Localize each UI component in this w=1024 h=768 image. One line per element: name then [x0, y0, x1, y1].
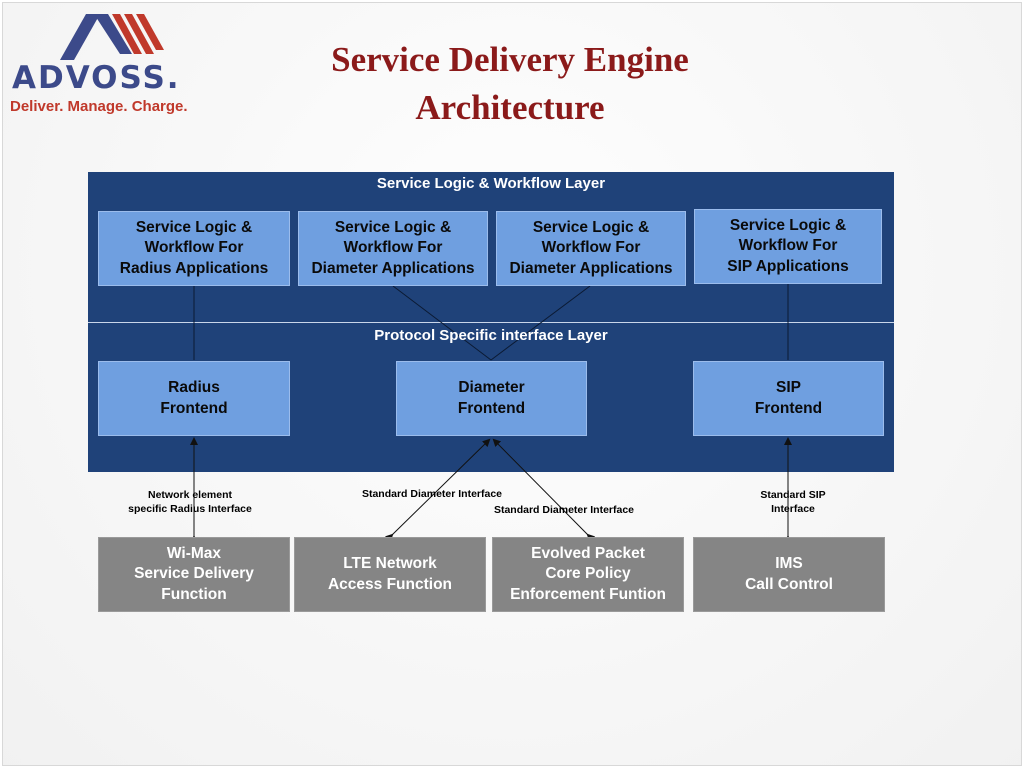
element-wimax: Wi-Max Service Delivery Function	[98, 537, 290, 612]
logic-box-radius: Service Logic & Workflow For Radius Appl…	[98, 211, 290, 286]
protocol-layer-label: Protocol Specific interface Layer	[374, 327, 608, 344]
logic-box-sip: Service Logic & Workflow For SIP Applica…	[694, 209, 882, 284]
diameter-interface-arrow-lte	[384, 438, 491, 543]
interface-note-diameter-2: Standard Diameter Interface	[493, 504, 635, 516]
interface-note-diameter-1: Standard Diameter Interface	[361, 488, 503, 500]
logo-tagline: Deliver. Manage. Charge.	[10, 98, 188, 115]
title-line-2: Architecture	[415, 88, 605, 127]
frontend-radius: Radius Frontend	[98, 361, 290, 436]
logic-box-diameter-2: Service Logic & Workflow For Diameter Ap…	[496, 211, 686, 286]
frontend-sip: SIP Frontend	[693, 361, 884, 436]
frontend-diameter: Diameter Frontend	[396, 361, 587, 436]
diameter-interface-arrow-epc	[492, 438, 596, 543]
logo-wordmark: ADVOSS.	[12, 60, 181, 96]
advoss-logo: ADVOSS. Deliver. Manage. Charge.	[8, 10, 198, 120]
element-epc: Evolved Packet Core Policy Enforcement F…	[492, 537, 684, 612]
element-ims: IMS Call Control	[693, 537, 885, 612]
interface-note-sip: Standard SIP Interface	[760, 489, 826, 515]
link-diameter2-logic-frontend	[490, 285, 591, 361]
title-line-1: Service Delivery Engine	[331, 40, 689, 79]
logic-box-diameter-1: Service Logic & Workflow For Diameter Ap…	[298, 211, 488, 286]
page-title: Service Delivery Engine Architecture	[260, 36, 760, 132]
layer-divider	[88, 322, 894, 323]
element-lte: LTE Network Access Function	[294, 537, 486, 612]
logic-layer-label: Service Logic & Workflow Layer	[376, 175, 606, 192]
link-diameter1-logic-frontend	[392, 285, 492, 361]
logo-mark-icon	[60, 14, 164, 60]
interface-note-radius: Network element specific Radius Interfac…	[128, 489, 252, 515]
